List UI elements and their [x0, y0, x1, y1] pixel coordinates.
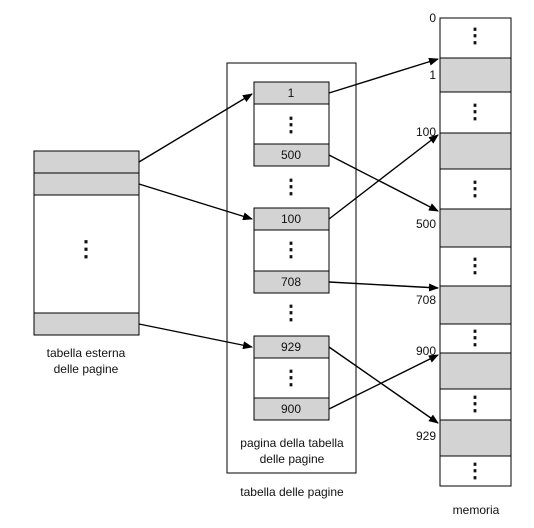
outer-table-entry-last [33, 312, 140, 336]
memory-frame-929 [439, 419, 512, 457]
memory-frame-708 [439, 285, 512, 325]
memory-frame-900 [439, 352, 512, 390]
memory-label-100: 100 [416, 125, 436, 139]
memory-label-1: 1 [429, 68, 436, 82]
arrow-entry900-to-mem900 [328, 354, 439, 410]
page-entry-900-label: 900 [281, 402, 301, 416]
memory-label-500: 500 [416, 217, 436, 231]
memory-frame-100 [439, 132, 512, 170]
page-table-inner-caption-line2: delle pagine [260, 452, 325, 466]
outer-table-ellipsis: ⋮ [75, 236, 97, 261]
page-1-ellipsis: ⋮ [281, 114, 301, 136]
memory-frame-500 [439, 208, 512, 248]
page-entry-929-label: 929 [281, 340, 301, 354]
between-pages-ellipsis-2: ⋮ [281, 302, 301, 324]
memory-label-708: 708 [416, 293, 436, 307]
arrow-outer1-to-page1 [138, 93, 253, 163]
arrow-entry929-to-mem929 [328, 346, 439, 424]
memory-caption: memoria [453, 503, 500, 517]
memory-frame [439, 17, 512, 487]
arrow-outerlast-to-page3 [138, 323, 253, 350]
outer-table-caption-line1: tabella esterna [47, 346, 126, 360]
memory-ellipsis-5: ⋮ [465, 327, 485, 349]
between-pages-ellipsis-1: ⋮ [281, 176, 301, 198]
page-3-ellipsis: ⋮ [281, 367, 301, 389]
page-entry-100-label: 100 [281, 212, 301, 226]
page-entry-500-label: 500 [281, 148, 301, 162]
memory-ellipsis-6: ⋮ [465, 393, 485, 415]
outer-table-caption-line2: delle pagine [54, 362, 119, 376]
arrow-entry100-to-mem100 [328, 134, 439, 220]
page-table: 1 ⋮ 500 ⋮ 100 ⋮ 708 ⋮ 929 ⋮ 900 pagina d… [226, 62, 357, 499]
memory-frame-1 [439, 57, 512, 93]
outer-page-table: ⋮ tabella esterna delle pagine [33, 150, 140, 376]
mapping-arrows [138, 57, 439, 424]
arrow-outer2-to-page2 [138, 183, 253, 221]
memory-ellipsis-3: ⋮ [465, 178, 485, 200]
outer-table-entry-1 [33, 150, 140, 174]
outer-table-entry-2 [33, 172, 140, 196]
memory-label-900: 900 [416, 344, 436, 358]
page-table-outer-caption: tabella delle pagine [240, 485, 344, 499]
memory: ⋮ ⋮ ⋮ ⋮ ⋮ ⋮ ⋮ 0 1 100 500 708 900 929 me… [416, 11, 512, 517]
arrow-entry1-to-mem1 [328, 57, 439, 94]
memory-label-0: 0 [429, 11, 436, 25]
page-entry-1-label: 1 [288, 86, 295, 100]
arrow-entry500-to-mem500 [328, 154, 439, 212]
memory-ellipsis-1: ⋮ [465, 25, 485, 47]
page-2-ellipsis: ⋮ [281, 239, 301, 261]
memory-ellipsis-2: ⋮ [465, 101, 485, 123]
arrow-entry708-to-mem708 [328, 281, 439, 292]
page-table-inner-caption-line1: pagina della tabella [240, 436, 344, 450]
memory-ellipsis-7: ⋮ [465, 460, 485, 482]
page-table-frame [226, 62, 357, 474]
memory-ellipsis-4: ⋮ [465, 255, 485, 277]
memory-label-929: 929 [416, 429, 436, 443]
page-entry-708-label: 708 [281, 275, 301, 289]
